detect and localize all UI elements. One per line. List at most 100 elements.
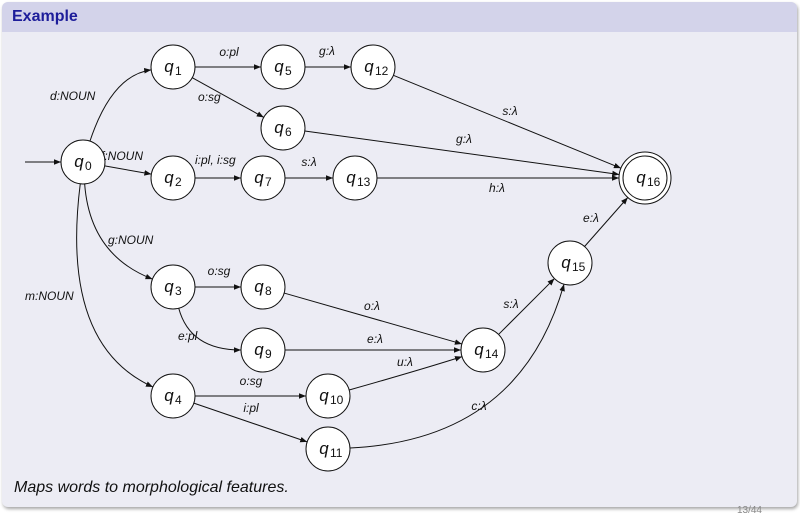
- transition-label-q10-q14: u:λ: [397, 355, 413, 369]
- transition-label-q3-q9: e:pl: [178, 329, 198, 343]
- state-label: q: [164, 168, 174, 187]
- state-subscript: 13: [357, 175, 371, 189]
- state-circle: [460, 327, 506, 373]
- transition-label-q1-q6: o:sg: [198, 90, 221, 104]
- state-label: q: [319, 439, 329, 458]
- transition-q0-q4: [76, 183, 154, 388]
- state-label: q: [274, 57, 284, 76]
- state-label: q: [74, 152, 84, 171]
- state-circle: [332, 155, 378, 201]
- state-subscript: 8: [265, 284, 272, 298]
- state-subscript: 3: [175, 284, 182, 298]
- example-block: [2, 2, 797, 507]
- transition-label-q15-q16: e:λ: [583, 211, 599, 225]
- state-circle: [150, 373, 196, 419]
- state-circle: [150, 155, 196, 201]
- state-circle: [618, 151, 672, 205]
- state-circle: [60, 139, 106, 185]
- final-state-inner-circle: [622, 155, 668, 201]
- transition-label-q3-q8: o:sg: [208, 264, 231, 278]
- transition-q0-q2: [104, 165, 152, 176]
- state-label: q: [474, 340, 484, 359]
- transition-q11-q15: [349, 284, 565, 449]
- state-circle: [305, 373, 351, 419]
- state-label: q: [254, 168, 264, 187]
- state-subscript: 11: [330, 446, 343, 460]
- state-label: q: [636, 168, 646, 187]
- state-subscript: 1: [175, 64, 182, 78]
- transition-label-q5-q12: g:λ: [319, 44, 335, 58]
- transition-q1-q6: [191, 77, 265, 118]
- transition-q15-q16: [584, 197, 629, 247]
- transition-label-q14-q15: s:λ: [503, 297, 518, 311]
- transition-label-q7-q13: s:λ: [301, 155, 316, 169]
- transition-label-q13-q16: h:λ: [489, 181, 505, 195]
- transition-q0-q1: [89, 68, 152, 142]
- block-title: Example: [12, 8, 78, 25]
- block-title-bar: Example: [2, 2, 797, 32]
- transition-q14-q15: [498, 278, 555, 335]
- transition-label-q9-q14: e:λ: [367, 332, 383, 346]
- state-label: q: [164, 57, 174, 76]
- caption: Maps words to morphological features.: [14, 479, 289, 496]
- state-subscript: 0: [85, 159, 92, 173]
- state-subscript: 7: [265, 175, 272, 189]
- state-subscript: 4: [175, 393, 182, 407]
- transition-label-q4-q10: o:sg: [240, 374, 263, 388]
- state-label: q: [164, 277, 174, 296]
- state-circle: [305, 426, 351, 472]
- state-label: q: [254, 340, 264, 359]
- state-circle: [350, 44, 396, 90]
- state-subscript: 9: [265, 347, 272, 361]
- state-circle: [240, 264, 286, 310]
- state-subscript: 14: [485, 347, 499, 361]
- state-circle: [150, 44, 196, 90]
- state-label: q: [561, 253, 571, 272]
- state-label: q: [274, 118, 284, 137]
- state-subscript: 5: [285, 64, 292, 78]
- state-circle: [240, 327, 286, 373]
- state-label: q: [319, 386, 329, 405]
- transition-q6-q16: [304, 130, 620, 177]
- transition-q10-q14: [349, 356, 463, 391]
- state-subscript: 2: [175, 175, 182, 189]
- transition-label-q2-q7: i:pl, i:sg: [195, 153, 236, 167]
- state-label: q: [364, 57, 374, 76]
- state-subscript: 12: [375, 64, 389, 78]
- transition-label-q8-q14: o:λ: [364, 299, 380, 313]
- state-label: q: [164, 386, 174, 405]
- state-circle: [150, 264, 196, 310]
- transition-label-q1-q5: o:pl: [219, 45, 239, 59]
- transition-label-q4-q11: i:pl: [243, 401, 259, 415]
- transition-label-q12-q16: s:λ: [502, 104, 517, 118]
- state-circle: [547, 240, 593, 286]
- transition-q4-q11: [193, 402, 308, 443]
- transition-label-q0-q2: f:NOUN: [101, 149, 143, 163]
- state-subscript: 6: [285, 125, 292, 139]
- state-circle: [260, 105, 306, 151]
- state-subscript: 15: [572, 260, 586, 274]
- transition-label-q0-q4: m:NOUN: [25, 289, 74, 303]
- state-circle: [260, 44, 306, 90]
- transition-label-q11-q15: c:λ: [471, 399, 486, 413]
- transition-label-q0-q3: g:NOUN: [108, 233, 154, 247]
- transition-q8-q14: [284, 292, 462, 345]
- state-circle: [240, 155, 286, 201]
